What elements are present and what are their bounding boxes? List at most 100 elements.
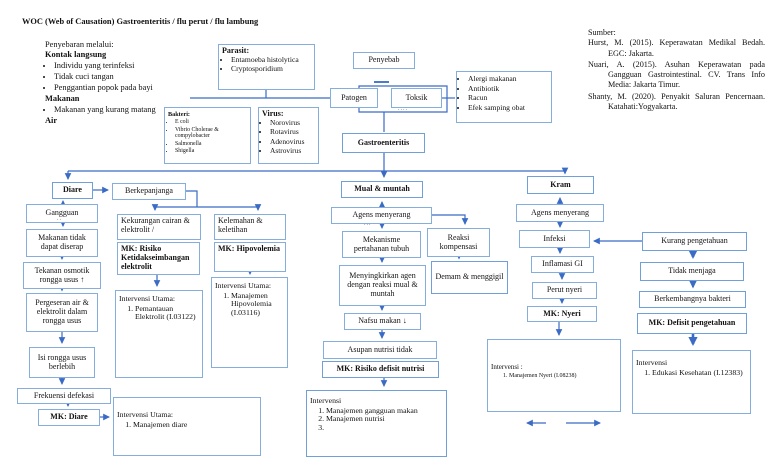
node-mk-elektrolit: MK: Risiko Ketidakseimbangan elektrolit xyxy=(117,242,200,275)
node-demam-menggigil: Demam & menggigil xyxy=(431,261,508,294)
source-ref: Hurst, M. (2015). Keperawatan Medikal Be… xyxy=(588,38,765,58)
node-perut-nyeri: Perut nyeri xyxy=(532,282,597,299)
list-item: Makanan yang kurang matang xyxy=(54,105,173,115)
node-menyingkirkan: Menyingkirkan agen dengan reaksi mual & … xyxy=(339,265,426,306)
kontak-heading: Kontak langsung xyxy=(45,50,107,60)
intervensi-nutrisi-box: Intervensi Manajemen gangguan makan Mana… xyxy=(306,390,447,457)
node-berkembang-bakteri: Berkembangnya bakteri xyxy=(639,291,746,308)
node-reaksi-kompensasi: Reaksi kompensasi xyxy=(427,228,490,257)
bakteri-heading: Bakteri: xyxy=(168,111,190,118)
node-penyebab: Penyebab xyxy=(353,52,415,69)
node-nafsu-makan: Nafsu makan ↓ xyxy=(344,313,421,330)
list-item: Tidak cuci tangan xyxy=(54,72,173,82)
node-mual-muntah: Mual & muntah xyxy=(341,181,423,198)
list-item: Edukasi Kesehatan (I.12383) xyxy=(652,368,747,378)
toksik-dots: .... xyxy=(398,106,408,112)
toksik-causes-box: Alergi makanan Antibiotik Racun Efek sam… xyxy=(456,71,552,123)
parasit-heading: Parasit: xyxy=(222,46,250,55)
list-item: Individu yang terinfeksi xyxy=(54,61,173,71)
node-agens-menyerang-kram: Agens menyerang xyxy=(516,204,604,222)
list-item: Norovirus xyxy=(270,118,315,127)
intervensi-list: Manajemen Hipovolemia (I.03116) xyxy=(215,291,284,318)
virus-box: Virus: Norovirus Rotavirus Adenovirus As… xyxy=(258,107,319,164)
list-item: Manajemen diare xyxy=(133,420,257,430)
node-mk-defisit-pengetahuan: MK: Defisit pengetahuan xyxy=(637,313,747,334)
bakteri-box: Bakteri: E coli Vibrio Cholerae & compyl… xyxy=(164,107,251,164)
node-kram: Kram xyxy=(527,176,594,194)
list-item: Manajemen Nyeri (I.08238) xyxy=(509,373,617,380)
list-item: Manajemen Hipovolemia (I.03116) xyxy=(231,291,284,318)
intervensi-list: Edukasi Kesehatan (I.12383) xyxy=(636,368,747,378)
line-parasit-junction xyxy=(190,90,330,99)
list-item: Adenovirus xyxy=(270,137,315,146)
makanan-heading: Makanan xyxy=(45,94,80,104)
node-makanan-tidak-diserap: Makanan tidak dapat diserap xyxy=(26,229,98,257)
node-gangguan: Gangguan xyxy=(26,204,98,223)
makanan-list: Makanan yang kurang matang xyxy=(45,105,173,115)
node-agens-menyerang-mual: Agens menyerang xyxy=(331,207,432,224)
intervensi-heading: Intervensi Utama: xyxy=(215,281,272,290)
node-kekurangan-cairan: Kekurangan cairan & elektrolit / xyxy=(117,214,201,240)
node-mk-nyeri: MK: Nyeri xyxy=(527,306,597,322)
list-item xyxy=(326,424,443,433)
list-item: Rotavirus xyxy=(270,127,315,136)
list-item: Antibiotik xyxy=(468,84,548,94)
intervensi-list: Manajemen gangguan makan Manajemen nutri… xyxy=(310,406,443,433)
intervensi-hipovolemia-box: Intervensi Utama: Manajemen Hipovolemia … xyxy=(211,277,288,368)
gangguan-dots: .. xyxy=(57,216,62,222)
intervensi-list: Manajemen diare xyxy=(117,420,257,430)
list-item: Entamoeba histolytica xyxy=(231,55,311,65)
intervensi-heading: Intervensi xyxy=(310,396,342,405)
node-berkepanjangan: Berkepanjanga xyxy=(112,183,186,200)
list-item: Manajemen nutrisi xyxy=(326,415,443,424)
intervensi-list: Manajemen Nyeri (I.08238) xyxy=(491,373,617,380)
node-gastroenteritis: Gastroenteritis xyxy=(342,133,425,153)
transmission-info: Penyebaran melalui: Kontak langsung Indi… xyxy=(45,40,173,126)
air-heading: Air xyxy=(45,115,58,125)
intervensi-nyeri-box: Intervensi : Manajemen Nyeri (I.08238) xyxy=(487,339,621,412)
agens-mual-dots: ... xyxy=(364,221,372,227)
kontak-list: Individu yang terinfeksi Tidak cuci tang… xyxy=(45,61,173,94)
list-item: Efek samping obat xyxy=(468,103,548,113)
node-mk-defisit-nutrisi: MK: Risiko defisit nutrisi xyxy=(322,361,439,378)
node-frekuensi-defekasi: Frekuensi defekasi xyxy=(17,388,111,404)
list-item: Astrovirus xyxy=(270,146,315,155)
node-mekanisme: Mekanisme pertahanan tubuh xyxy=(342,231,421,258)
intervensi-edukasi-box: Intervensi Edukasi Kesehatan (I.12383) xyxy=(632,350,751,414)
node-infeksi: Infeksi xyxy=(519,230,590,248)
node-mk-diare: MK: Diare xyxy=(38,409,100,426)
list-item: Alergi makanan xyxy=(468,74,548,84)
virus-heading: Virus: xyxy=(262,109,284,118)
list-item: Penggantian popok pada bayi xyxy=(54,83,173,93)
source-ref: Shanty, M. (2020). Penyakit Saluran Penc… xyxy=(588,91,765,111)
node-kelemahan: Kelemahan & keletihan xyxy=(214,214,286,240)
list-item: Shigella xyxy=(175,148,247,155)
intervensi-elektrolit-box: Intervensi Utama: Pemantauan Elektrolit … xyxy=(115,290,203,378)
list-item: Vibrio Cholerae & compylobacter xyxy=(175,127,247,140)
intervensi-diare-box: Intervensi Utama: Manajemen diare xyxy=(113,397,261,456)
node-inflamasi-gi: Inflamasi GI xyxy=(531,256,594,273)
transmission-heading: Penyebaran melalui: xyxy=(45,40,114,49)
node-kurang-pengetahuan: Kurang pengetahuan xyxy=(642,232,747,251)
sources-block: Sumber: Hurst, M. (2015). Keperawatan Me… xyxy=(588,28,765,113)
list-item: Pemantauan Elektrolit (I.03122) xyxy=(135,304,199,322)
list-item: Salmonella xyxy=(175,141,247,148)
node-toksik: Toksik xyxy=(391,88,442,108)
sources-heading: Sumber: xyxy=(588,28,616,37)
list-item: E coli xyxy=(175,119,247,126)
list-item: Cryptosporidium xyxy=(231,65,311,74)
node-mk-hipovolemia: MK: Hipovolemia xyxy=(214,242,286,272)
intervensi-heading: Intervensi Utama: xyxy=(119,294,176,303)
node-tekanan-osmotik: Tekanan osmotik rongga usus ↑ xyxy=(23,262,101,289)
page-title: WOC (Web of Causation) Gastroenteritis /… xyxy=(22,17,259,26)
node-isi-rongga: Isi rongga usus berlebih xyxy=(29,347,95,378)
intervensi-heading: Intervensi : xyxy=(491,363,523,371)
parasit-box: Parasit: Entamoeba histolytica Cryptospo… xyxy=(218,44,315,90)
intervensi-list: Pemantauan Elektrolit (I.03122) xyxy=(119,304,199,322)
arrow-agensmual-reaksi xyxy=(432,214,469,225)
node-diare: Diare xyxy=(52,182,93,199)
list-item: Racun xyxy=(468,93,548,103)
node-tidak-menjaga: Tidak menjaga xyxy=(640,262,744,281)
intervensi-heading: Intervensi Utama: xyxy=(117,410,174,419)
